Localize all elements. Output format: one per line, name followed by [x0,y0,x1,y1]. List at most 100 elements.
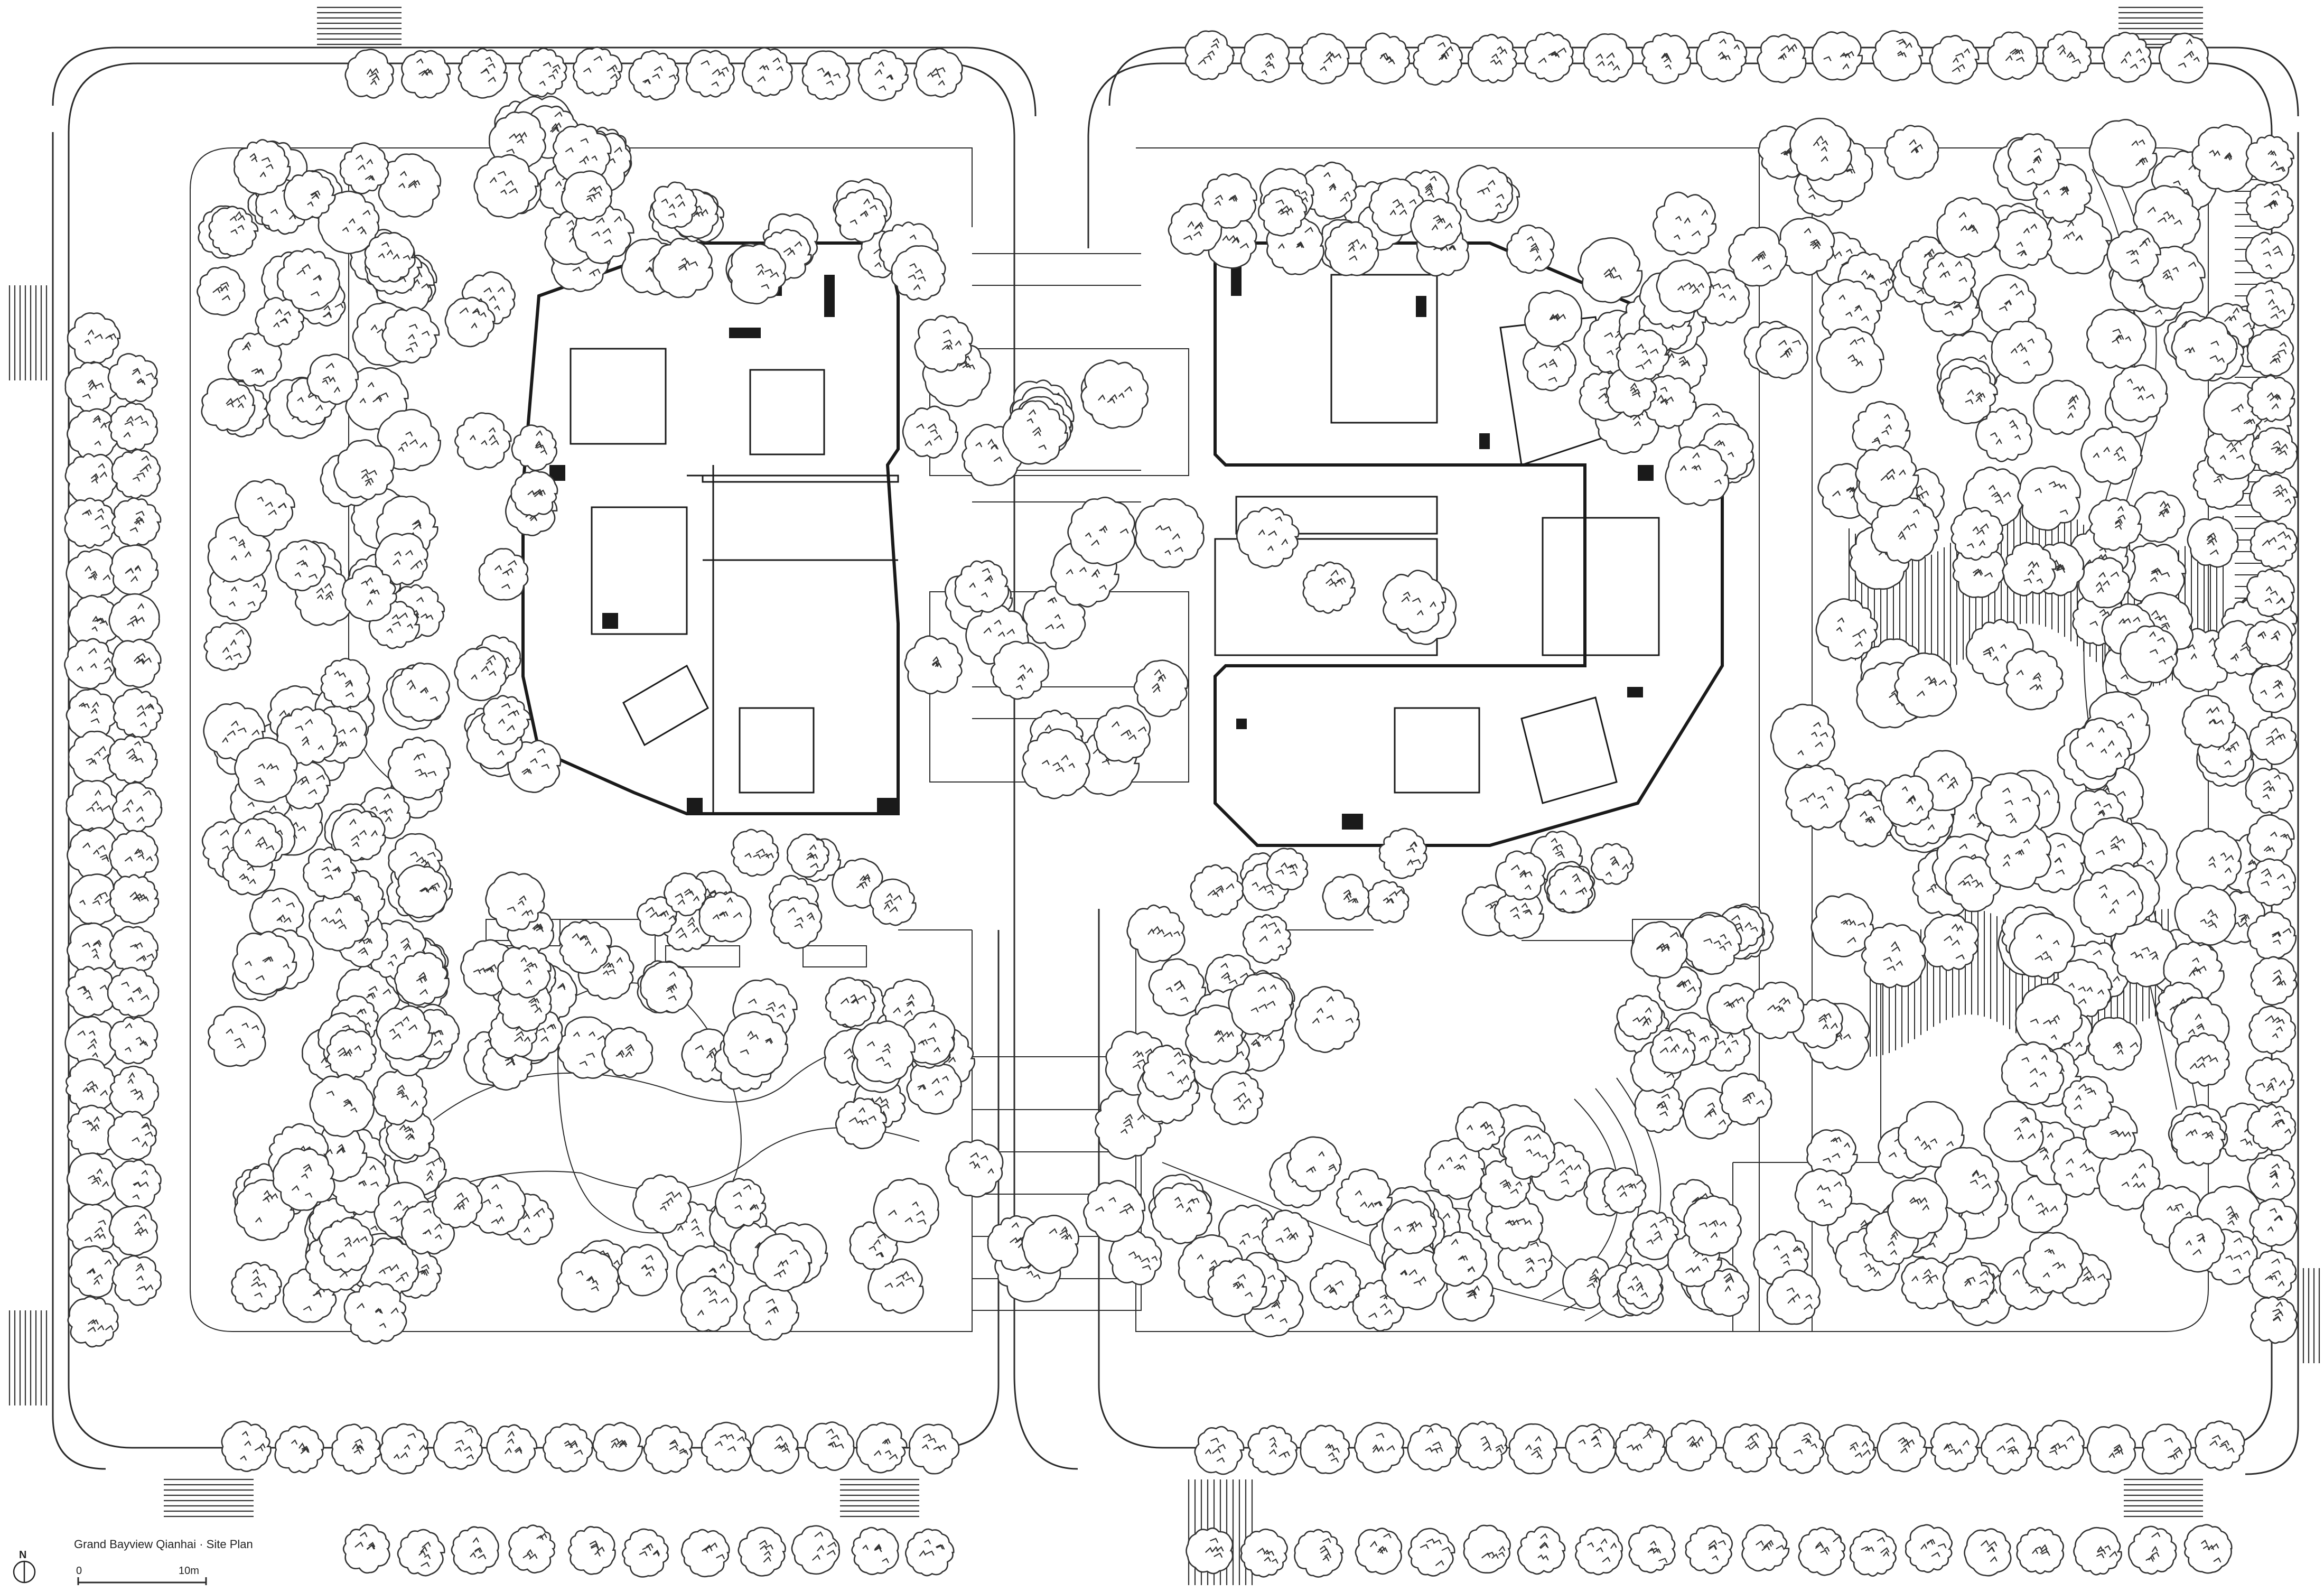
tree-canopy [1591,843,1634,885]
tree-canopy [2142,1423,2192,1475]
tree-canopy [1650,1028,1696,1074]
tree-canopy [652,237,714,299]
tree-canopy [856,1422,908,1474]
tree-canopy [66,1058,117,1113]
tree-canopy [1583,33,1634,82]
tree-canopy [1135,498,1205,569]
tree-canopy [1824,1424,1877,1475]
tree-canopy [1201,173,1257,229]
tree-canopy [234,737,298,803]
tree-canopy [318,190,380,255]
tree-canopy [1240,1528,1288,1578]
tree-canopy [2101,32,2152,83]
tree-canopy [2009,913,2076,979]
tree-canopy [331,808,386,862]
tree-canopy [2245,619,2293,667]
tree-canopy [904,635,963,695]
tree-canopy [2106,228,2161,282]
tree-canopy [2191,124,2258,193]
tree-canopy [1360,32,1410,85]
tree-canopy [2061,1075,2114,1129]
tree-canopy [1186,1527,1234,1575]
tree-canopy [2111,919,2178,988]
tree-canopy [567,1526,616,1575]
tree-canopy [111,1159,162,1209]
tree-canopy [379,1423,429,1475]
tree-canopy [342,1524,390,1574]
tree-canopy [698,891,752,943]
tree-canopy [1984,820,2051,890]
tree-canopy [617,1244,668,1297]
west-tower-footprint [521,241,900,815]
tree-canopy [197,266,246,316]
tree-canopy [401,50,451,99]
tree-canopy [108,1205,158,1256]
tree-canopy [1486,1193,1544,1252]
tree-canopy [1922,249,1976,306]
tree-canopy [954,560,1010,613]
tree-canopy [478,548,529,601]
tree-canopy [109,544,159,596]
tree-canopy [913,48,963,98]
tree-canopy [1247,1425,1298,1476]
tree-canopy [2158,32,2209,83]
tree-canopy [2001,1041,2065,1105]
tree-canopy [1322,873,1370,921]
tree-canopy [272,1148,335,1211]
tree-canopy [867,1258,924,1314]
tree-canopy [66,688,118,740]
tree-canopy [1495,850,1546,901]
tree-canopy [2250,956,2298,1006]
tree-canopy [1080,359,1149,429]
tree-canopy [1261,1209,1314,1263]
tree-canopy [2247,1104,2297,1152]
tree-canopy [573,46,623,97]
tree-canopy [1901,1257,1954,1309]
tree-canopy [208,1006,266,1067]
tree-canopy [1324,221,1379,276]
tree-canopy [891,245,946,301]
tree-canopy [68,873,121,926]
tree-canopy [67,1296,119,1348]
tree-canopy [542,1423,593,1473]
tree-canopy [640,961,693,1014]
tree-canopy [1905,1524,1953,1573]
tree-canopy [2088,119,2158,188]
tree-canopy [2073,868,2144,937]
tree-canopy [1614,1422,1666,1473]
tree-canopy [1546,865,1594,914]
tree-canopy [306,353,359,405]
tree-canopy [1706,983,1761,1035]
tree-canopy [107,735,158,784]
tree-canopy [835,1097,887,1149]
tree-canopy [364,232,416,283]
tree-canopy [372,1068,427,1125]
tree-canopy [1950,507,2004,561]
tree-canopy [511,424,557,471]
tree-canopy [344,49,395,99]
tree-canopy [1757,34,1807,83]
tree-canopy [1746,981,1805,1039]
tree-canopy [1776,217,1835,276]
tree-canopy [1021,728,1091,799]
tree-canopy [339,142,389,194]
tree-canopy [2174,885,2236,946]
tree-canopy [2246,329,2294,377]
tree-canopy [906,1058,962,1115]
tree-canopy [203,622,252,672]
tree-canopy [1755,326,1809,379]
scale-bar [77,1577,207,1585]
tree-canopy [66,1152,119,1206]
tree-canopy [557,1249,620,1313]
tree-canopy [1983,1101,2044,1162]
tree-canopy [1766,1269,1821,1325]
tree-canopy [497,945,552,999]
tree-canopy [1975,772,2041,838]
tree-canopy [320,658,370,710]
tree-canopy [66,548,118,601]
tree-canopy [2246,569,2295,617]
tree-canopy [723,1011,789,1077]
tree-canopy [685,49,735,98]
tree-canopy [753,1233,813,1292]
scale-end-label: 10m [179,1565,199,1577]
